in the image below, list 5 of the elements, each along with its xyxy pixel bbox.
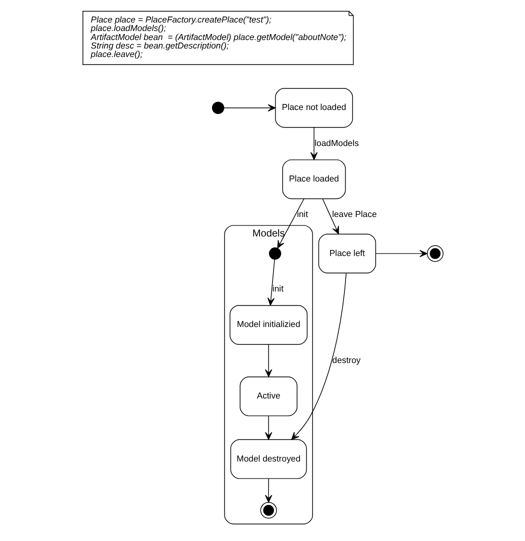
edge-label: leave Place [332,209,376,220]
edge-label: init [296,209,308,220]
edge-label: loadModels [314,138,358,148]
edge-label: destroy [332,354,360,365]
edge-label: init [272,283,283,294]
